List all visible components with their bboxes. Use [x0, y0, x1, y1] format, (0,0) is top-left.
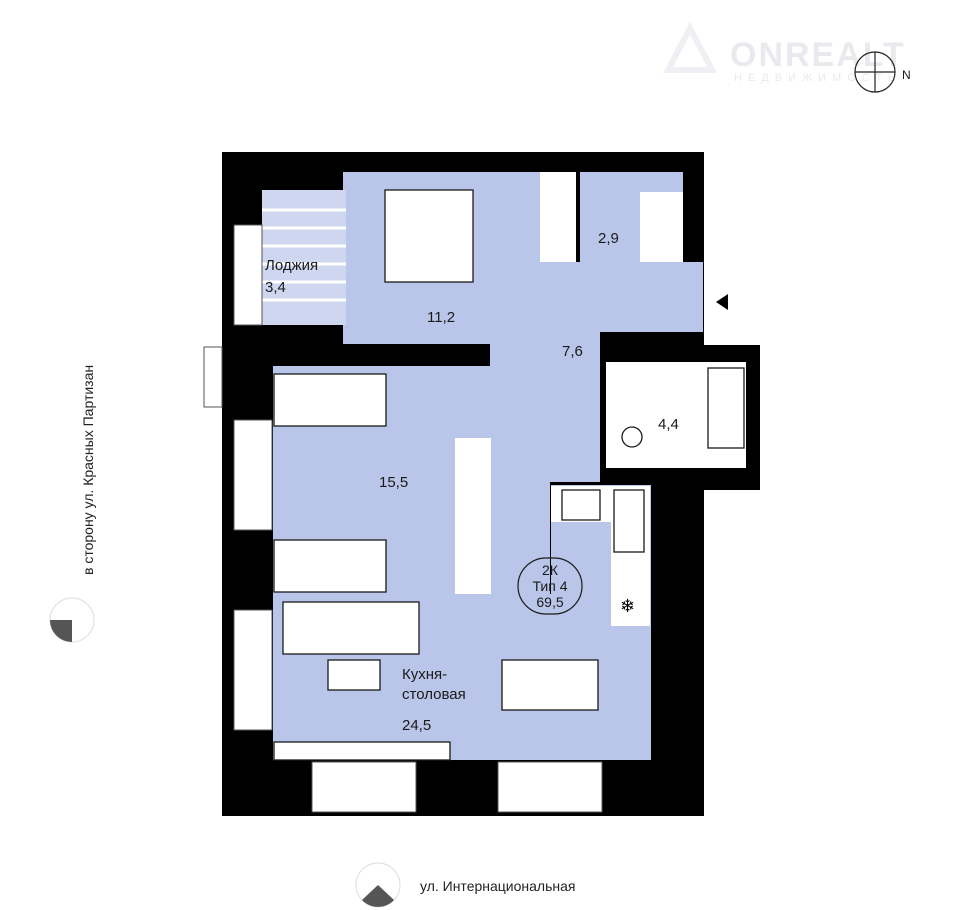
sink-icon	[613, 489, 645, 553]
toilet-icon	[621, 426, 643, 448]
tv-stand-icon	[273, 741, 451, 761]
hall-area: 7,6	[562, 343, 583, 360]
apartment-type: Тип 4	[532, 578, 567, 594]
apartment-area: 69,5	[536, 594, 563, 610]
fridge-icon: ❄	[620, 596, 635, 616]
side-street-label: в сторону ул. Красных Партизан	[80, 364, 96, 575]
entrance-arrow-icon	[716, 294, 728, 310]
bottom-direction-icon	[355, 862, 401, 908]
bathtub-icon	[707, 367, 745, 449]
bed-icon	[384, 189, 474, 283]
kitchen-label-line1: Кухня-	[402, 666, 447, 683]
compass-north-label: N	[902, 68, 911, 82]
loggia-floor	[262, 190, 346, 325]
brand-logo-icon	[663, 21, 717, 73]
wardrobe-15-5	[455, 438, 491, 594]
kitchen-label-line2: столовая	[402, 686, 466, 703]
sofa-icon	[282, 601, 420, 655]
windows	[203, 224, 603, 813]
wardrobe-area: 2,9	[598, 230, 619, 247]
room-area: 15,5	[379, 474, 408, 491]
coffee-table-icon	[327, 659, 381, 691]
bathroom-area: 4,4	[658, 416, 679, 433]
apartment-badge: 2К Тип 4 69,5	[517, 557, 583, 615]
bedroom-area: 11,2	[427, 309, 455, 326]
apartment-rooms: 2К	[542, 562, 559, 578]
kitchen-area: 24,5	[402, 717, 431, 734]
loggia-label: Лоджия	[265, 257, 318, 274]
bottom-street-label: ул. Интернациональная	[420, 878, 576, 894]
compass-icon	[854, 51, 896, 93]
loggia-area: 3,4	[265, 279, 286, 296]
stove-icon	[561, 489, 601, 521]
bed-icon	[273, 539, 387, 593]
bed-icon	[273, 373, 387, 427]
side-direction-icon	[49, 597, 95, 643]
dining-table-icon	[501, 659, 599, 711]
